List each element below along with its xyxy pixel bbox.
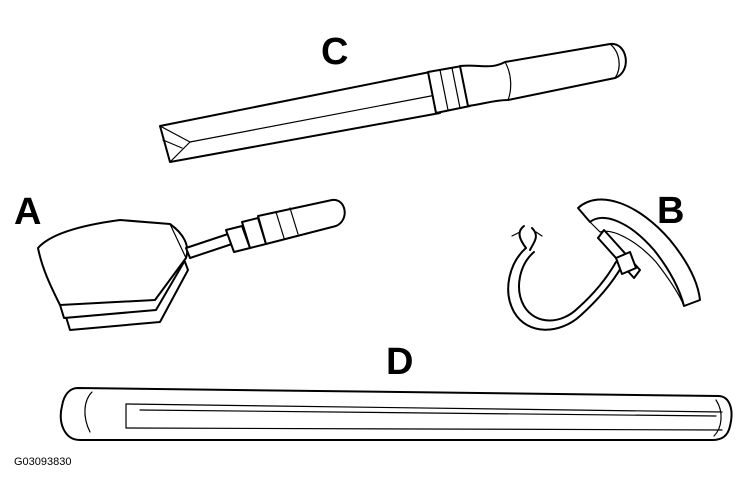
callout-label-a: A bbox=[14, 191, 42, 233]
callout-label-b: B bbox=[657, 190, 685, 232]
callout-label-c: C bbox=[321, 31, 349, 73]
callout-label-d: D bbox=[386, 341, 414, 383]
tool-a-scraper bbox=[37, 198, 346, 331]
figure-id: G03093830 bbox=[14, 456, 72, 468]
tool-b-rim-protector bbox=[507, 198, 701, 331]
tool-d-tire-iron bbox=[59, 387, 733, 441]
tool-c-chisel bbox=[159, 42, 627, 163]
